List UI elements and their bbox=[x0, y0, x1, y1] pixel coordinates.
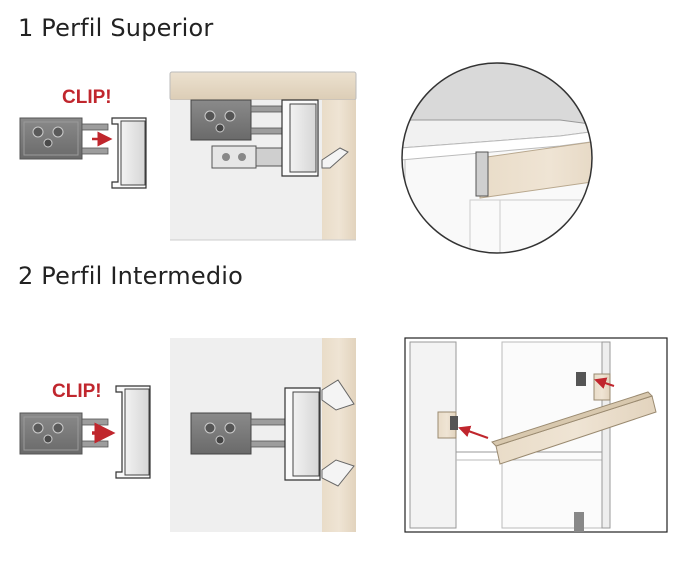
detail-circle-section-1 bbox=[401, 62, 593, 254]
section-2-heading: 2 Perfil Intermedio bbox=[18, 262, 244, 290]
cabinet-perspective-section-2 bbox=[404, 337, 668, 533]
clip-connector-section-1 bbox=[19, 117, 109, 160]
aluminium-profile-mounted-section-2 bbox=[284, 387, 321, 481]
aluminium-profile-section-2 bbox=[115, 385, 151, 479]
clip-connector-section-2 bbox=[19, 412, 109, 455]
clip-label-section-1: CLIP! bbox=[62, 87, 112, 108]
aluminium-profile-mounted-section-1 bbox=[281, 99, 319, 177]
connector-mounted-section-1 bbox=[190, 99, 287, 169]
connector-mounted-section-2 bbox=[190, 412, 286, 455]
clip-label-section-2: CLIP! bbox=[52, 381, 102, 402]
aluminium-profile-section-1 bbox=[111, 117, 147, 189]
section-1-heading: 1 Perfil Superior bbox=[18, 14, 214, 42]
